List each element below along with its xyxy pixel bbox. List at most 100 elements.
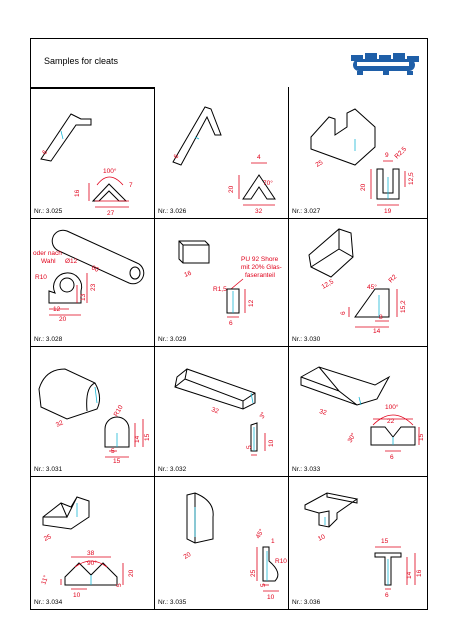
dim-label: 11°	[39, 574, 50, 586]
dim-label: 20	[228, 185, 235, 193]
dim-label: Wahl	[41, 258, 56, 265]
dim-label: 45°	[367, 283, 377, 291]
dim-label: 12	[248, 299, 255, 307]
drawing-3034: 25 38 90° 11° 5 20 10	[39, 496, 135, 599]
dim-label: 10	[73, 592, 81, 599]
sample-cell-3032: 32 3° 10 5 Nr.: 3.032	[155, 346, 289, 476]
dim-label: 1	[271, 538, 275, 545]
dim-label: 13	[80, 293, 87, 301]
dim-label: faseranteil	[245, 272, 276, 279]
dim-label: 70°	[263, 179, 273, 187]
dim-label: 15	[418, 433, 425, 441]
sample-cell-3033: 32 100° 22 30° 15 6 Nr.: 3.033	[289, 346, 427, 476]
dim-label: 100°	[103, 167, 117, 175]
dim-label: 32	[210, 406, 220, 415]
dim-label: 60	[90, 264, 100, 274]
dim-label: 38	[87, 550, 95, 557]
dim-label: Ø12	[65, 258, 78, 265]
dim-label: 6	[173, 153, 181, 160]
drawing-3026: 6 4 20 70° 32	[172, 106, 276, 215]
sample-cell-3025: 6 16 100° 7 27 Nr.: 3.025	[31, 87, 155, 218]
dim-label: R1,5	[213, 286, 227, 293]
dim-label: 10	[317, 533, 327, 543]
dim-label: R2,5	[393, 145, 408, 160]
dim-label: 15	[113, 458, 121, 465]
dim-label: 5	[116, 583, 123, 587]
dim-label: 6	[385, 592, 389, 599]
sample-cell-3034: 25 38 90° 11° 5 20 10 Nr.: 3.034	[31, 476, 155, 609]
dim-label: 4	[257, 154, 261, 161]
sample-cell-3029: 16 PU 92 Shore mit 20% Glas- faseranteil…	[155, 218, 289, 346]
sample-cell-3035: 20 45° 1 R10 25 5 10 Nr.: 3.035	[155, 476, 289, 609]
dim-label: R10	[113, 404, 125, 418]
dim-label: 7	[129, 182, 133, 189]
dim-label: 20	[128, 569, 135, 577]
dim-label: 30°	[346, 431, 358, 444]
item-number: Nr.: 3.029	[158, 336, 187, 343]
item-number: Nr.: 3.032	[158, 466, 187, 473]
dim-label: 10	[267, 594, 275, 601]
dim-label: R10	[35, 274, 47, 281]
dim-label: 20	[59, 316, 67, 323]
item-number: Nr.: 3.025	[34, 208, 63, 215]
sample-cell-3026: 6 4 20 70° 32 Nr.: 3.026	[155, 87, 289, 218]
dim-label: 6	[340, 311, 347, 315]
dim-label: 25	[250, 569, 257, 577]
dim-label: 5	[246, 445, 253, 449]
dim-label: 100°	[385, 403, 399, 411]
dim-label: mit 20% Glas-	[241, 264, 282, 271]
drawing-3036: 10 15 14 16 6	[304, 492, 423, 599]
dim-label: 22	[387, 418, 395, 425]
item-number: Nr.: 3.035	[158, 599, 187, 606]
drawing-3035: 20 45° 1 R10 25 5 10	[183, 492, 287, 601]
dim-label: R10	[275, 558, 287, 565]
dim-label: 32	[55, 419, 65, 429]
dim-label: 20	[183, 551, 193, 561]
dim-label: 15	[144, 433, 151, 441]
dim-label: 9	[385, 152, 389, 159]
dim-label: 12	[53, 306, 61, 313]
dim-label: PU 92 Shore	[241, 256, 279, 263]
dim-label: 32	[255, 208, 263, 215]
dim-label: 5	[260, 583, 267, 587]
dim-label: 16	[74, 189, 81, 197]
drawing-3033: 32 100° 22 30° 15 6	[300, 366, 425, 461]
sheet-header: Samples for cleats	[31, 39, 427, 87]
dim-label: 5	[111, 448, 115, 455]
dim-label: 12,5	[321, 278, 336, 291]
sample-cell-3030: 12,5 45° R2 15,2 6 8 14 Nr.: 3.030	[289, 218, 427, 346]
dim-label: 14	[134, 435, 141, 443]
dim-label: oder nach	[33, 250, 62, 257]
item-number: Nr.: 3.031	[34, 466, 63, 473]
dim-label: 6	[41, 149, 49, 157]
item-number: Nr.: 3.028	[34, 336, 63, 343]
drawing-3027: 25 9 R2,5 20 12,5 19	[310, 108, 415, 215]
dim-label: R2	[387, 273, 398, 284]
dim-label: 90°	[87, 559, 97, 567]
dim-label: 23	[90, 283, 97, 291]
sample-cell-3036: 10 15 14 16 6 Nr.: 3.036	[289, 476, 427, 609]
item-number: Nr.: 3.026	[158, 208, 187, 215]
sample-cell-3027: 25 9 R2,5 20 12,5 19 Nr.: 3.027	[289, 87, 427, 218]
item-number: Nr.: 3.034	[34, 599, 63, 606]
dim-label: 14	[373, 328, 381, 335]
item-number: Nr.: 3.036	[292, 599, 321, 606]
dim-label: 12,5	[408, 172, 415, 185]
dim-label: 45°	[254, 527, 266, 540]
dim-label: 14	[406, 571, 413, 579]
drawing-3028: 60 oder nach Wahl Ø12 R10 23 13 12 20	[33, 229, 145, 323]
drawing-3029: 16 PU 92 Shore mit 20% Glas- faseranteil…	[178, 240, 282, 327]
dim-label: 6	[390, 454, 394, 461]
dim-label: 25	[43, 533, 53, 543]
samples-grid: 6 16 100° 7 27 Nr.: 3.025 6 4 20 70°	[31, 87, 427, 609]
drawing-3031: 32 R10 14 15 5 15	[38, 368, 151, 465]
drawing-3032: 32 3° 10 5	[174, 368, 275, 456]
dim-label: 10	[268, 439, 275, 447]
dim-label: 27	[107, 210, 115, 217]
sample-cell-3028: 60 oder nach Wahl Ø12 R10 23 13 12 20 Nr…	[31, 218, 155, 346]
page-title: Samples for cleats	[44, 56, 119, 66]
dim-label: 15,2	[400, 300, 407, 313]
item-number: Nr.: 3.033	[292, 466, 321, 473]
dim-label: 3°	[258, 410, 268, 420]
dim-label: 6	[229, 320, 233, 327]
